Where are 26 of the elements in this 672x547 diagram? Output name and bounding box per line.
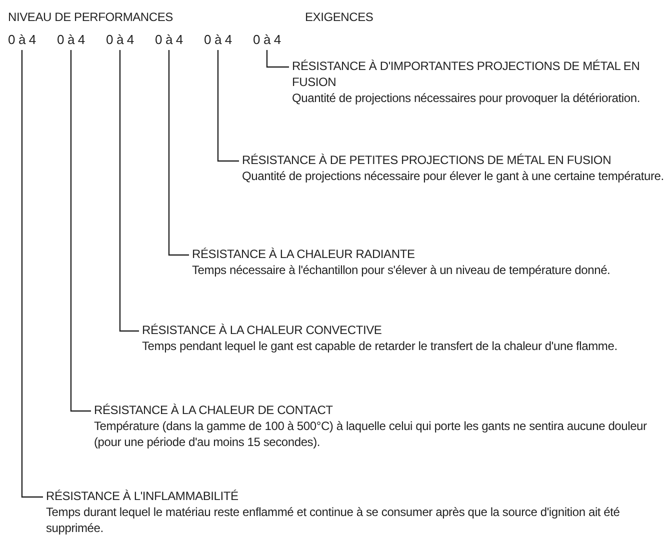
requirement-title: RÉSISTANCE À LA CHALEUR RADIANTE bbox=[192, 246, 416, 262]
requirement-title: RÉSISTANCE À DE PETITES PROJECTIONS DE MÉTAL EN FUSION bbox=[242, 152, 612, 168]
leader-line bbox=[266, 50, 289, 68]
leader-line bbox=[217, 50, 239, 162]
rating-range: 0 à 4 bbox=[57, 33, 85, 47]
leader-line bbox=[21, 50, 43, 498]
rating-range: 0 à 4 bbox=[8, 33, 36, 47]
requirement-title: RÉSISTANCE À D'IMPORTANTES PROJECTIONS DE MÉTAL EN FUSION bbox=[292, 58, 641, 90]
requirement-description: Température (dans la gamme de 100 à 500°C) à laquelle celui qui porte les gants ne sentira aucune douleur (pour une période d'au moins 15 secondes). bbox=[94, 418, 648, 450]
requirement-description: Quantité de projections nécessaire pour élever le gant à une certaine température. bbox=[242, 168, 664, 184]
requirement-title: RÉSISTANCE À LA CHALEUR DE CONTACT bbox=[94, 402, 334, 418]
rating-range: 0 à 4 bbox=[253, 33, 281, 47]
rating-range: 0 à 4 bbox=[155, 33, 183, 47]
leader-line bbox=[119, 50, 139, 332]
column-heading: NIVEAU DE PERFORMANCES bbox=[8, 10, 173, 24]
column-heading: EXIGENCES bbox=[305, 10, 374, 24]
requirement-description: Temps durant lequel le matériau reste enflammé et continue à se consumer après que la source d'ignition ait été supprimée. bbox=[46, 504, 621, 536]
leader-line bbox=[70, 50, 91, 412]
requirement-description: Temps nécessaire à l'échantillon pour s'élever à un niveau de température donné. bbox=[192, 262, 612, 278]
requirement-title: RÉSISTANCE À L'INFLAMMABILITÉ bbox=[46, 488, 240, 504]
leader-line bbox=[168, 50, 189, 256]
rating-range: 0 à 4 bbox=[204, 33, 232, 47]
requirement-description: Temps pendant lequel le gant est capable de retarder le transfert de la chaleur d'une flamme. bbox=[142, 338, 618, 354]
requirement-title: RÉSISTANCE À LA CHALEUR CONVECTIVE bbox=[142, 322, 383, 338]
requirement-description: Quantité de projections nécessaires pour provoquer la détérioration. bbox=[292, 90, 641, 106]
rating-range: 0 à 4 bbox=[106, 33, 134, 47]
